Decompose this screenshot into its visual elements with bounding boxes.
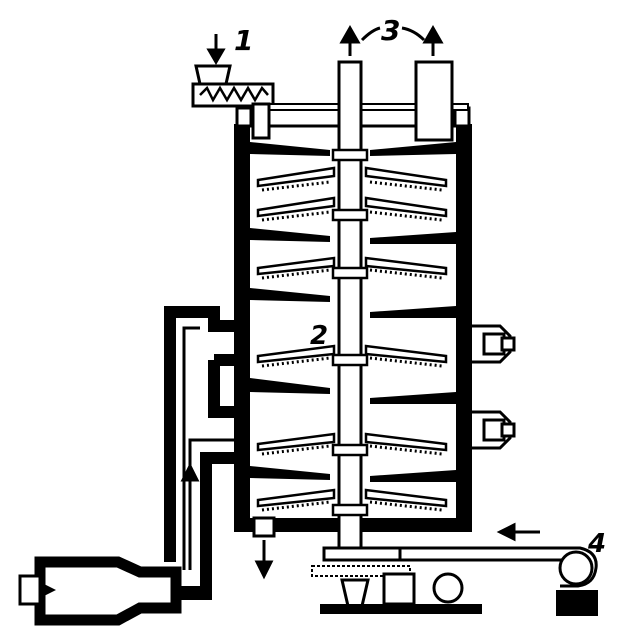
arrow-up-icon <box>180 462 200 502</box>
product-discharge <box>252 516 276 538</box>
vessel-right-wall <box>456 124 472 532</box>
vessel-left-wall <box>234 124 250 532</box>
arrow-down-icon <box>206 34 226 65</box>
arrow-left-icon <box>496 522 540 542</box>
feed-hopper <box>194 64 232 86</box>
vapour-outlet-stack <box>414 60 454 142</box>
drive-mechanism <box>311 546 598 616</box>
label-2: 2 <box>310 321 328 351</box>
label-4: 4 <box>587 529 606 559</box>
arrow-up-icon <box>422 24 444 56</box>
motor-pulley <box>558 550 594 586</box>
feed-screw-conveyor <box>191 64 469 140</box>
label-1: 1 <box>234 24 253 57</box>
central-shaft <box>331 60 369 556</box>
vessel <box>234 106 472 532</box>
trays <box>250 142 456 512</box>
arrow-down-icon <box>254 540 274 580</box>
arrow-up-icon <box>339 24 361 56</box>
side-ports <box>472 324 516 450</box>
label-3-bracket <box>360 26 426 42</box>
hot-gas-duct <box>164 306 236 600</box>
label-3: 3 <box>381 14 400 47</box>
burner <box>18 556 212 626</box>
